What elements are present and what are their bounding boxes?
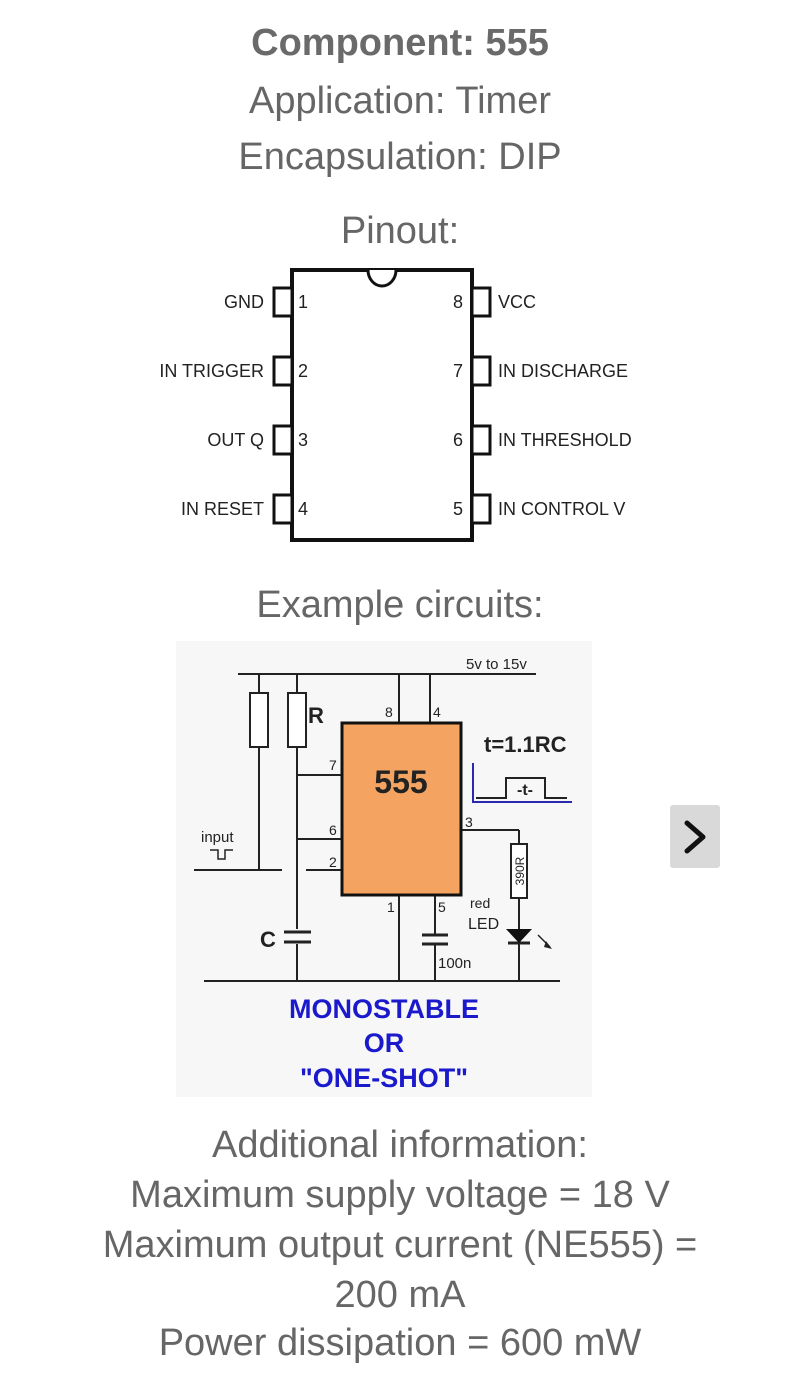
- encapsulation-text: Encapsulation: DIP: [238, 136, 562, 178]
- next-circuit-button[interactable]: [670, 805, 720, 868]
- pin-number-8: 8: [453, 292, 463, 312]
- pin-label-8: VCC: [498, 292, 536, 312]
- examples-heading: Example circuits:: [256, 584, 544, 626]
- pinout-heading: Pinout:: [340, 210, 460, 252]
- chip-body: [290, 268, 474, 542]
- pin-label-5: IN CONTROL V: [498, 499, 625, 519]
- led-color-label: red: [470, 895, 490, 911]
- pin-label-7: IN DISCHARGE: [498, 361, 628, 381]
- circuit-pin-5: 5: [438, 899, 446, 915]
- pin-2: [272, 355, 294, 387]
- additional-info-heading: Additional information:: [212, 1124, 588, 1166]
- circuit-pin-6: 6: [329, 822, 337, 838]
- pinout-diagram: GND IN TRIGGER OUT Q IN RESET 1 2 3 4 8 …: [159, 268, 632, 542]
- circuit-diagram: 5v to 15v R 555 t=1.1RC -t- input C 100n…: [194, 656, 572, 1093]
- pin-number-1: 1: [298, 292, 308, 312]
- pin-6: [470, 424, 492, 456]
- pin-label-6: IN THRESHOLD: [498, 430, 632, 450]
- example-circuit-image: 5v to 15v R 555 t=1.1RC -t- input C 100n…: [176, 641, 592, 1097]
- pin-number-7: 7: [453, 361, 463, 381]
- pin-number-2: 2: [298, 361, 308, 381]
- led-resistor-label: 390R: [513, 856, 527, 885]
- pin-number-3: 3: [298, 430, 308, 450]
- pin-label-3: OUT Q: [207, 430, 264, 450]
- pulse-label: -t-: [517, 782, 533, 799]
- input-label: input: [201, 829, 234, 846]
- circuit-pin-3: 3: [465, 814, 473, 830]
- component-title: Component: 555: [251, 22, 549, 64]
- info-line: Maximum supply voltage = 18 V: [130, 1174, 670, 1216]
- caption-one-shot: "ONE-SHOT": [300, 1063, 468, 1093]
- pullup-resistor: [249, 692, 269, 748]
- timing-resistor: [287, 692, 307, 748]
- pin-label-2: IN TRIGGER: [159, 361, 264, 381]
- pin-4: [272, 493, 294, 525]
- application-text: Application: Timer: [248, 80, 551, 122]
- c-label: C: [260, 927, 276, 952]
- cap-value-label: 100n: [438, 955, 471, 972]
- circuit-pin-7: 7: [329, 757, 337, 773]
- led-label: LED: [468, 916, 499, 933]
- pin-5: [470, 493, 492, 525]
- pin-1: [272, 286, 294, 318]
- pin-number-5: 5: [453, 499, 463, 519]
- pin-number-4: 4: [298, 499, 308, 519]
- chip-555: [340, 721, 463, 897]
- pin-number-6: 6: [453, 430, 463, 450]
- info-line: Maximum output current (NE555) =: [102, 1224, 698, 1266]
- chevron-right-icon: [684, 820, 706, 853]
- supply-label: 5v to 15v: [466, 656, 527, 673]
- caption-monostable: MONOSTABLE: [289, 994, 479, 1024]
- chip-label: 555: [374, 764, 427, 800]
- info-line: Power dissipation = 600 mW: [158, 1322, 642, 1364]
- circuit-pin-1: 1: [387, 899, 395, 915]
- caption-or: OR: [364, 1028, 405, 1058]
- chip-notch: [366, 269, 398, 288]
- formula-label: t=1.1RC: [484, 732, 567, 757]
- pin-3: [272, 424, 294, 456]
- circuit-pin-8: 8: [385, 704, 393, 720]
- led-symbol: [506, 929, 532, 943]
- pin-7: [470, 355, 492, 387]
- pulse-waveform: [476, 777, 567, 799]
- circuit-pin-4: 4: [433, 704, 441, 720]
- circuit-pin-2: 2: [329, 854, 337, 870]
- r-label: R: [308, 703, 324, 728]
- info-line: 200 mA: [334, 1274, 466, 1316]
- pin-label-1: GND: [224, 292, 264, 312]
- pin-8: [470, 286, 492, 318]
- pin-label-4: IN RESET: [181, 499, 264, 519]
